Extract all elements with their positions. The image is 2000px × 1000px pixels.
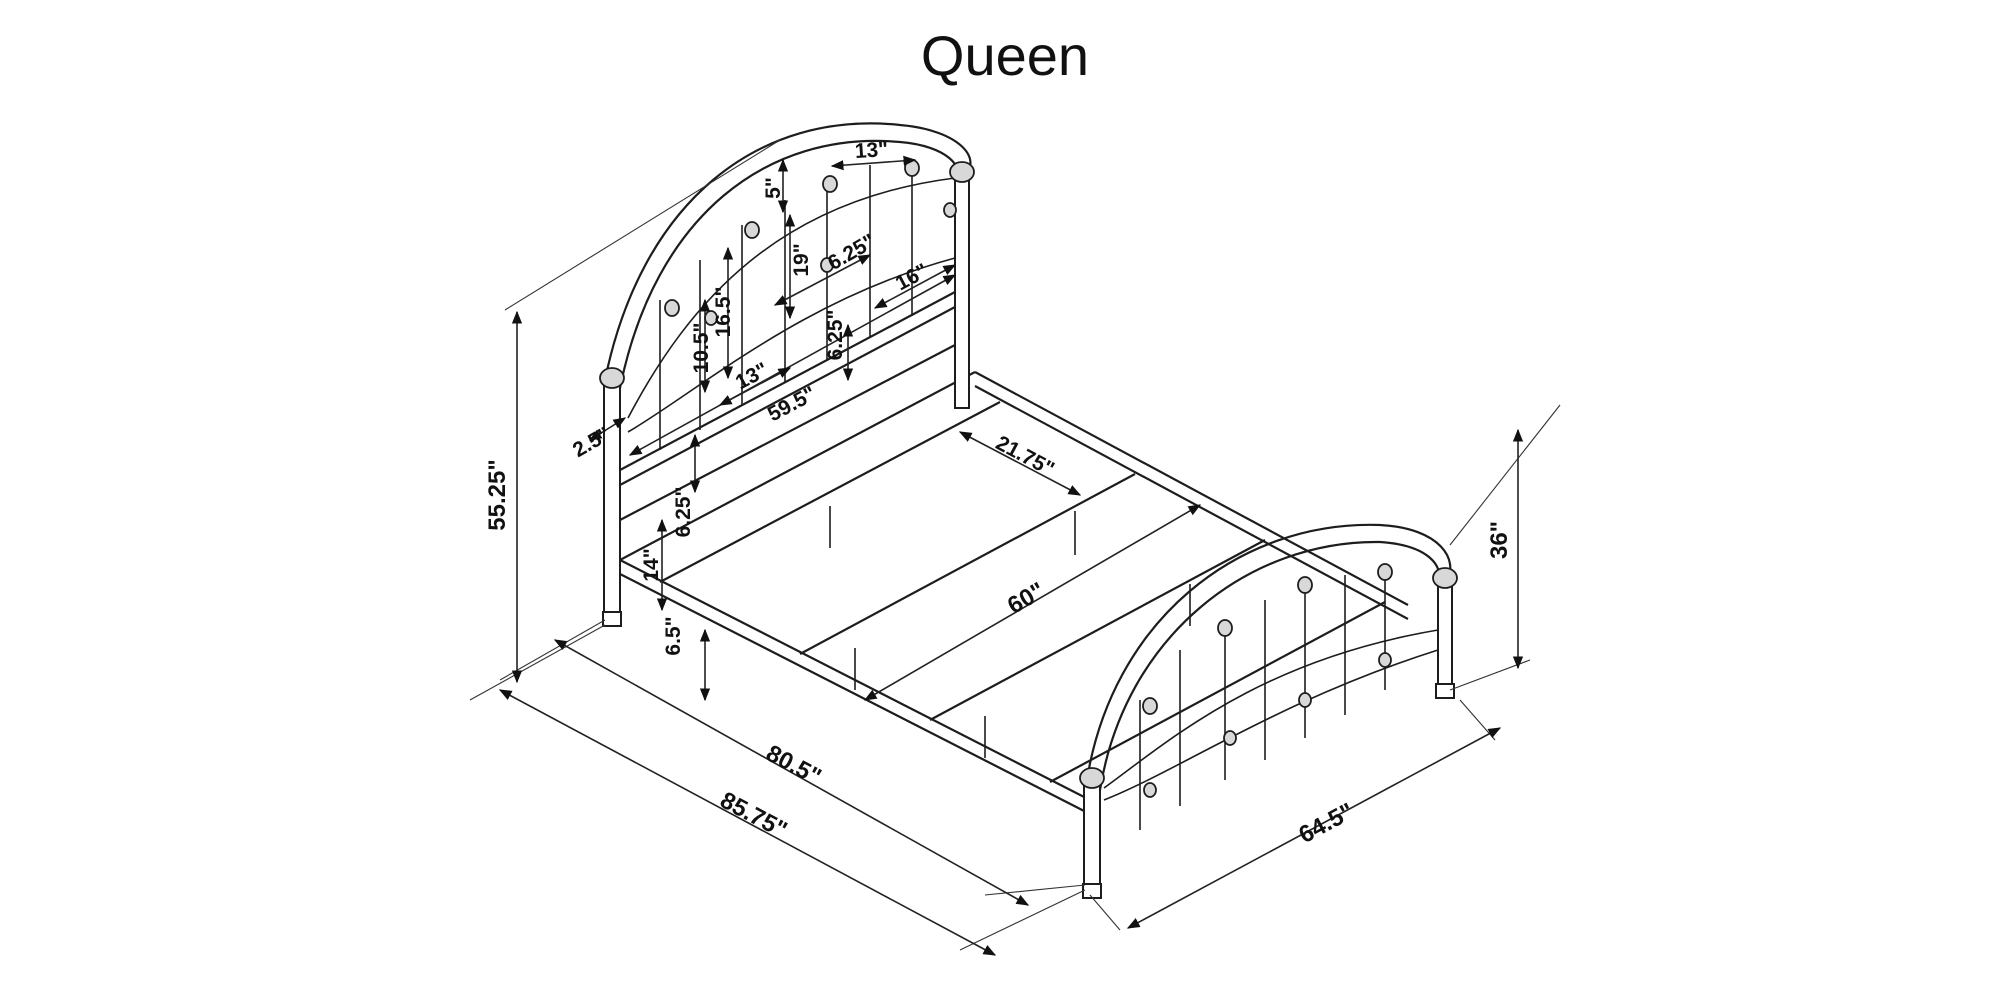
bed-illustration: [599, 122, 1458, 899]
rail-gap-label: 6.25": [672, 487, 695, 538]
spindle-height-label: 19": [790, 243, 813, 276]
rail-to-frame-label: 14": [640, 548, 663, 581]
slat-spacing-label: 21.75": [992, 431, 1058, 481]
spindle-gap-upper-label: 6.25": [824, 230, 880, 275]
rail-length-label: 80.5": [762, 740, 826, 791]
arch-top-drop-label: 5": [762, 177, 785, 199]
overall-height-label: 55.25": [484, 459, 511, 530]
overall-width-label: 64.5": [1294, 798, 1358, 849]
footboard-height-label: 36": [1486, 521, 1513, 559]
leg-clearance-label: 6.5": [662, 616, 685, 655]
headboard-right-segment-label: 16": [892, 259, 932, 295]
dimension-lines: [469, 139, 1561, 956]
side-spindle-label: 10.5": [690, 323, 713, 374]
overall-length-label: 85.75": [716, 787, 792, 844]
arch-top-segment-label: 13": [854, 138, 889, 163]
spindle-gap-lower-label: 6.25": [824, 310, 847, 361]
inner-width-label: 60": [1003, 577, 1049, 619]
footboard: [1079, 523, 1458, 899]
dimension-labels: 55.25" 36" 85.75" 80.5" 64.5" 60" 21.75"…: [484, 138, 1513, 849]
inner-spindle-label: 16.5": [712, 287, 735, 338]
diagram-title: Queen: [921, 24, 1089, 87]
headboard-mid-segment-label: 13": [732, 358, 772, 394]
